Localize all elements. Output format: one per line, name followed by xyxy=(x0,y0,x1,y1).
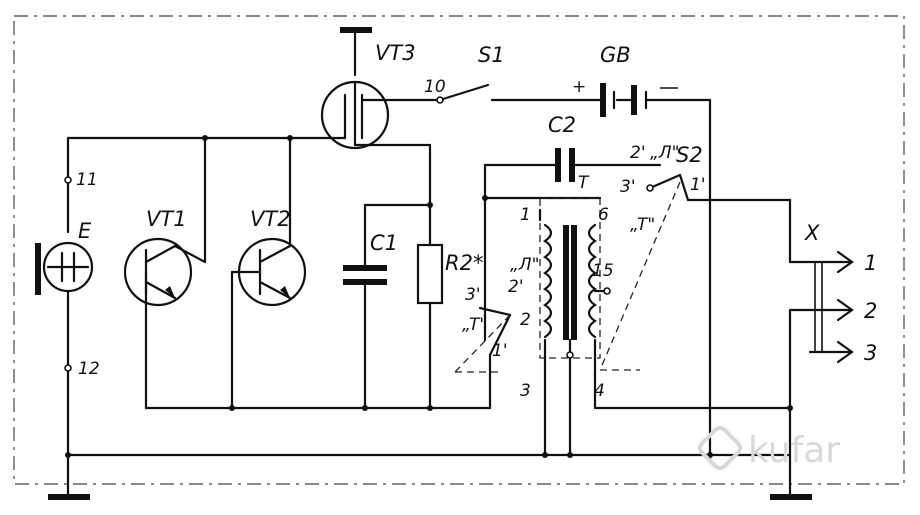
r2-label: R2* xyxy=(445,251,483,275)
tr-pin-3: 3 xyxy=(520,381,531,401)
s1-label: S1 xyxy=(478,43,505,67)
e-sensor xyxy=(35,136,94,500)
s2-pin-1prime: 1' xyxy=(690,175,706,195)
pin-10: 10 xyxy=(424,77,446,97)
c2-label: C2 xyxy=(548,113,576,137)
tr-pin-2prime: 2' xyxy=(508,277,524,297)
vt3-transistor xyxy=(320,27,427,150)
e-label: E xyxy=(78,219,92,243)
tr-pin-l: „Л" xyxy=(510,255,539,275)
s2-pin-l: „Л" xyxy=(650,143,679,163)
x-pin-1: 1 xyxy=(864,251,877,275)
c2-pin-t: T xyxy=(578,173,590,193)
vt2-label: VT2 xyxy=(250,207,291,231)
tr-pin-1: 1 xyxy=(520,205,531,225)
transformer xyxy=(538,197,611,457)
x-connector xyxy=(593,198,854,500)
c2-capacitor xyxy=(482,148,662,342)
vt1-label: VT1 xyxy=(146,207,187,231)
tr-pin-3prime: 3' xyxy=(465,285,481,305)
x-label: X xyxy=(804,221,820,245)
s2-pin-3prime: 3' xyxy=(620,177,636,197)
s2-switch xyxy=(599,173,792,371)
tr-pin-t: „T" xyxy=(462,315,487,335)
r2-resistor xyxy=(416,243,444,410)
vt3-label: VT3 xyxy=(375,41,416,65)
enclosure-frame xyxy=(13,15,905,485)
gb-battery xyxy=(490,83,712,462)
tr-pin-1prime: 1' xyxy=(492,341,508,361)
tr-pin-6: 6 xyxy=(598,205,609,225)
vt2-transistor xyxy=(230,136,307,410)
tr-pin-2: 2 xyxy=(520,310,531,330)
s2-pin-2prime: 2' xyxy=(630,143,646,163)
x-pin-2: 2 xyxy=(864,299,877,323)
tr-pin-15: 15 xyxy=(592,261,614,281)
x-pin-3: 3 xyxy=(864,341,877,365)
s1-switch xyxy=(423,83,490,104)
gb-label: GB xyxy=(600,43,631,67)
watermark-text: kufar xyxy=(748,430,840,471)
kufar-watermark: kufar xyxy=(697,425,840,471)
c1-capacitor xyxy=(343,202,433,410)
c1-label: C1 xyxy=(370,231,398,255)
s2-secondary-contacts xyxy=(454,306,512,373)
pin-11: 11 xyxy=(76,170,98,190)
s2-pin-t: „T" xyxy=(630,215,655,235)
vt1-transistor xyxy=(123,136,207,410)
pin-12: 12 xyxy=(78,359,100,379)
s2-label: S2 xyxy=(676,143,703,167)
gb-plus: + xyxy=(572,77,586,97)
tr-pin-4: 4 xyxy=(594,381,605,401)
